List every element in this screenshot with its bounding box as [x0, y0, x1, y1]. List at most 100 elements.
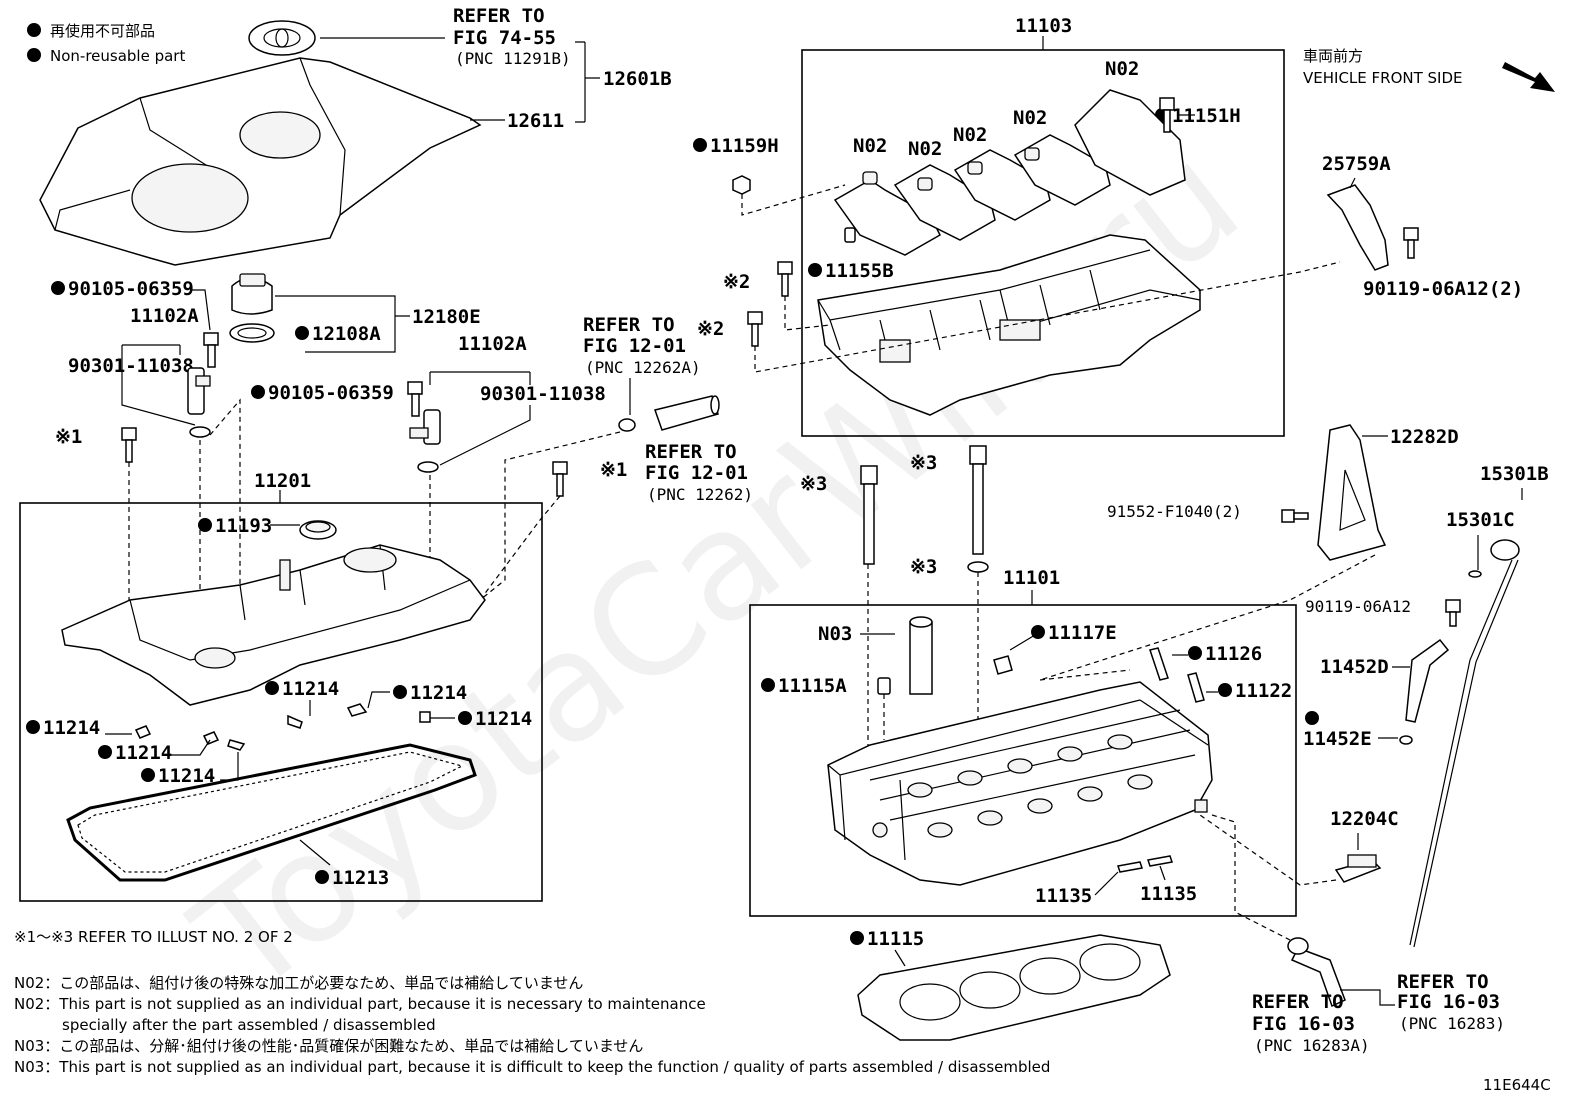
- toyota-emblem: [248, 20, 316, 56]
- note-n02-en-2: specially after the part assembled / dis…: [62, 1016, 436, 1034]
- label-90105-06359-a: 90105-06359: [68, 278, 194, 300]
- cam-caps-n02: [833, 89, 1186, 256]
- cylinder-head-11101: [827, 681, 1213, 886]
- plug-11117E: [993, 655, 1013, 675]
- pin-11122: [1187, 672, 1205, 703]
- label-12601B: 12601B: [603, 68, 672, 90]
- label-11214-b: 11214: [410, 682, 467, 704]
- dowel-11115A: [877, 677, 891, 695]
- label-n02-a: N02: [1105, 58, 1139, 80]
- bolt-x2-a: [777, 261, 793, 297]
- label-n02-c: N02: [953, 124, 987, 146]
- pin-11155B: [844, 227, 856, 243]
- label-11115: 11115: [867, 928, 924, 950]
- refer-74-55-l2: FIG 74-55: [453, 27, 556, 49]
- seals-11135: [1117, 855, 1173, 873]
- label-11103: 11103: [1015, 15, 1072, 37]
- label-11101: 11101: [1003, 567, 1060, 589]
- label-12204C: 12204C: [1330, 808, 1399, 830]
- refer-74-55-l3: (PNC 11291B): [455, 49, 571, 68]
- bolt-x1-b: [552, 461, 568, 497]
- nut-11159H: [732, 175, 751, 195]
- label-11214-a: 11214: [282, 678, 339, 700]
- label-11159H: 11159H: [710, 135, 779, 157]
- box-11201: [19, 502, 543, 902]
- label-11193: 11193: [215, 515, 272, 537]
- label-x1-a: ※1: [55, 426, 82, 448]
- refer-12-01b-l3: (PNC 12262): [647, 485, 753, 504]
- refer-12-01a-l1: REFER TO: [583, 314, 675, 336]
- label-25759A: 25759A: [1322, 153, 1391, 175]
- clips-11214: [134, 703, 431, 751]
- pcv-clip: [618, 418, 636, 432]
- refer-16-03b-l3: (PNC 16283): [1399, 1014, 1505, 1033]
- label-11214-e: 11214: [115, 742, 172, 764]
- label-11214-c: 11214: [475, 708, 532, 730]
- pin-11126: [1149, 647, 1169, 681]
- label-15301B: 15301B: [1480, 463, 1549, 485]
- refer-74-55-l1: REFER TO: [453, 5, 545, 27]
- legend-jp: 再使用不可部品: [50, 22, 155, 40]
- note-n02-jp: N02：この部品は、組付け後の特殊な加工が必要なため、単品では補給していません: [14, 974, 583, 992]
- label-11115A: 11115A: [778, 675, 847, 697]
- dipstick-15301B: [1409, 539, 1520, 948]
- label-15301C: 15301C: [1446, 509, 1515, 531]
- label-11126: 11126: [1205, 643, 1262, 665]
- refer-16-03b-l1: REFER TO: [1397, 971, 1489, 993]
- label-11135-a: 11135: [1035, 885, 1092, 907]
- oring-11452E: [1399, 735, 1413, 745]
- front-side-en: VEHICLE FRONT SIDE: [1303, 69, 1463, 87]
- refer-16-03a-l3: (PNC 16283A): [1254, 1036, 1370, 1055]
- label-n02-d: N02: [908, 138, 942, 160]
- oil-filler-cap: [229, 273, 275, 343]
- washer-x3: [967, 561, 989, 573]
- refer-12-01a-l3: (PNC 12262A): [585, 358, 701, 377]
- cam-housing-11103: [817, 234, 1201, 416]
- label-11213: 11213: [332, 867, 389, 889]
- refer-16-03a-l1: REFER TO: [1252, 991, 1344, 1013]
- refer-12-01b-l2: FIG 12-01: [645, 462, 748, 484]
- label-11151H: 11151H: [1172, 105, 1241, 127]
- bracket-12282D: [1317, 424, 1387, 561]
- bolt-x2-b: [747, 311, 763, 347]
- plug-12204C: [1334, 854, 1382, 883]
- head-bolt-b: [969, 445, 987, 555]
- label-12611: 12611: [507, 110, 564, 132]
- label-11135-b: 11135: [1140, 883, 1197, 905]
- bolt-90105-06359-b: [407, 381, 423, 417]
- label-11452D: 11452D: [1320, 656, 1389, 678]
- label-x3-b: ※3: [910, 452, 937, 474]
- legend-bullet-icon: [27, 48, 41, 62]
- label-11452E: 11452E: [1303, 728, 1372, 750]
- label-11214-d: 11214: [43, 717, 100, 739]
- figure-code: 11E644C: [1483, 1076, 1551, 1094]
- valve-cover-11201: [61, 544, 486, 706]
- box-11101: [749, 604, 1297, 917]
- bolt-90119-06A12-2: [1403, 227, 1419, 259]
- bolt-91552-F1040: [1281, 509, 1309, 523]
- refer-12-01b-l1: REFER TO: [645, 441, 737, 463]
- label-12180E: 12180E: [412, 306, 481, 328]
- legend-bullet-icon: [27, 23, 41, 37]
- label-11201: 11201: [254, 470, 311, 492]
- label-x1-b: ※1: [600, 459, 627, 481]
- head-gasket-11115: [857, 934, 1171, 1041]
- label-11102A-b: 11102A: [458, 333, 527, 355]
- label-x3-a: ※3: [800, 473, 827, 495]
- pcv-hose: [654, 395, 720, 431]
- front-side-jp: 車両前方: [1303, 47, 1363, 65]
- label-n02-b: N02: [1013, 107, 1047, 129]
- refer-16-03a-l2: FIG 16-03: [1252, 1013, 1355, 1035]
- head-bolt-a: [860, 465, 878, 565]
- note-n02-en-1: N02：This part is not supplied as an indi…: [14, 995, 706, 1013]
- label-11102A-a: 11102A: [130, 305, 199, 327]
- label-x3-c: ※3: [910, 556, 937, 578]
- label-90301-11038-a: 90301-11038: [68, 355, 194, 377]
- hose-16283: [1287, 937, 1346, 1008]
- bolt-11151H: [1159, 97, 1175, 133]
- label-91552-F1040-2: 91552-F1040(2): [1107, 502, 1242, 521]
- note-n03-jp: N03：この部品は、分解･組付け後の性能･品質確保が困難なため、単品では補給して…: [14, 1037, 643, 1055]
- refer-12-01a-l2: FIG 12-01: [583, 335, 686, 357]
- label-11155B: 11155B: [825, 260, 894, 282]
